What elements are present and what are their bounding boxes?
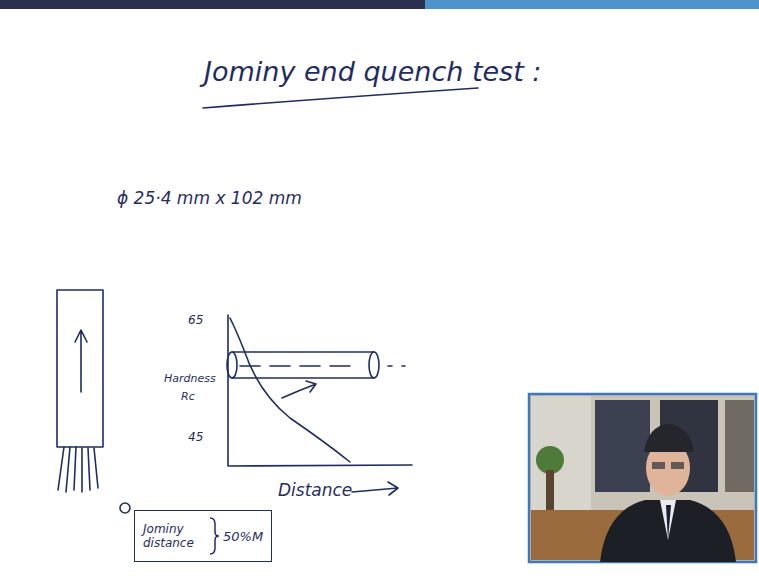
axis-value: 45 [188,430,203,444]
top-bar [425,0,759,9]
distance-arrow [352,482,398,495]
webcam-inset [529,394,756,562]
hardness-curve [230,318,350,462]
note-box: Jominy distance 50%M [134,510,272,562]
centre-line [240,365,405,367]
axis-value: 65 [188,313,203,327]
title-underline [203,88,478,108]
direction-arrow [282,381,316,398]
quenched-end [227,352,237,378]
bar-end [369,352,379,378]
brace [208,516,220,556]
title: Jominy end quench test : [204,56,541,87]
dimension-label: ϕ 25·4 mm x 102 mm [117,188,302,208]
axes [228,315,412,466]
water-jet [58,447,98,492]
specimen [57,290,103,447]
note-text: Jominy distance [143,522,205,551]
bullet [120,503,130,513]
axis-title: Hardness [163,372,217,385]
axis-unit: Rc [180,390,196,403]
specimen-bar [232,352,374,378]
flow-arrow [75,330,87,392]
note-value: 50%M [223,529,263,544]
axis-title: Distance [278,480,352,500]
top-bar [0,0,425,9]
